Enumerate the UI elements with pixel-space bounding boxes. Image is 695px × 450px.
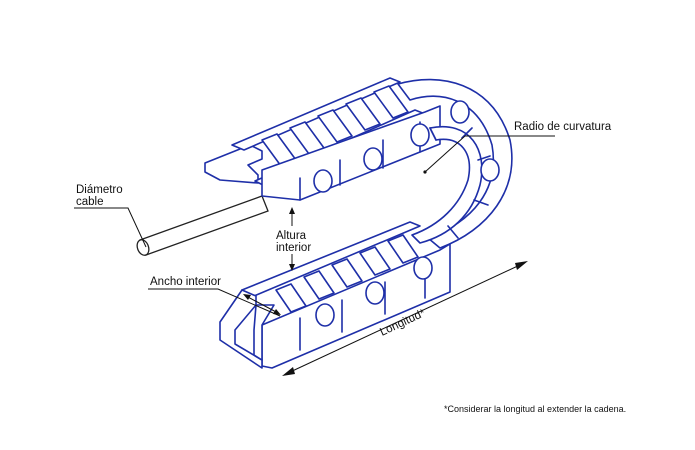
- cable: [136, 195, 269, 256]
- inner-width-leader: [148, 288, 281, 317]
- upper-link-hole: [410, 123, 430, 147]
- inner-height-label-2: interior: [276, 242, 311, 254]
- inner-height-label: Altura: [276, 230, 307, 242]
- upper-back-rail: [231, 77, 401, 151]
- lower-chain-run: [219, 221, 451, 369]
- chain-bend: [397, 78, 513, 249]
- lower-link-hole: [413, 256, 433, 280]
- inner-width-label: Ancho interior: [150, 276, 221, 288]
- bend-radius-leader: [424, 135, 555, 173]
- length-arrow: [287, 263, 523, 374]
- upper-link-hole: [363, 147, 383, 171]
- cable-diameter-label: Diámetro: [76, 184, 123, 196]
- bend-radius-label: Radio de curvatura: [514, 121, 612, 133]
- lower-crossbars: [275, 234, 419, 313]
- bend-link-hole: [480, 158, 500, 182]
- cable-diameter-label-2: cable: [76, 196, 104, 208]
- upper-link-hole: [313, 169, 333, 193]
- lower-link-hole: [365, 281, 385, 305]
- lower-end-piece: [219, 289, 263, 369]
- footnote: *Considerar la longitud al extender la c…: [444, 404, 626, 414]
- lower-link-hole: [315, 303, 335, 327]
- cable-diameter-leader: [74, 207, 147, 248]
- bend-link-hole: [450, 100, 470, 124]
- upper-end-piece: [204, 144, 263, 184]
- upper-side-plate: [261, 105, 441, 201]
- upper-chain-run: [204, 77, 441, 201]
- annotations: [74, 135, 555, 376]
- upper-crossbars: [261, 85, 409, 167]
- cable-end: [136, 239, 150, 256]
- inner-width-arrow: [245, 295, 279, 314]
